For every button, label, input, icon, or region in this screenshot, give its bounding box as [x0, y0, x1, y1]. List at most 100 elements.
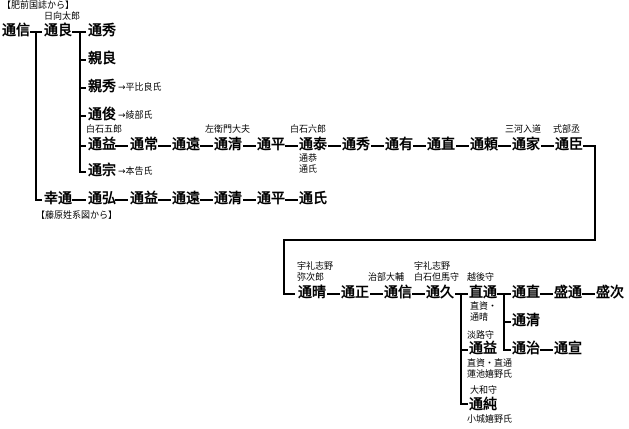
person-michimune: 通宗: [88, 163, 116, 179]
note-shiraishi-goro: 白石五郎: [86, 125, 123, 135]
note-mikawa-nyudo: 三河入道: [505, 125, 542, 135]
connector: [158, 199, 171, 201]
person-michiharu: 通晴: [298, 285, 326, 301]
person-michiyori: 通頼: [470, 137, 498, 153]
note-shikibu-no-jo: 式部丞: [553, 125, 581, 135]
person-morimichi: 盛通: [554, 285, 582, 301]
connector: [327, 293, 340, 295]
connector: [541, 145, 554, 147]
note-awaji-no-kami: 淡路守: [467, 331, 495, 341]
connector: [200, 199, 213, 201]
connector: [456, 145, 469, 147]
connector: [72, 199, 86, 201]
connector: [582, 293, 595, 295]
person-michihira: 通平: [257, 137, 285, 153]
connector: [115, 145, 128, 147]
note-shiraishi-rokuro: 白石六郎: [290, 125, 327, 135]
connector: [35, 199, 42, 201]
note-michimasu-alt: 直資・直通: [467, 359, 513, 369]
person-moritsugu: 盛次: [596, 285, 624, 301]
note-ogi-ureshino: 小城嬉野氏: [467, 415, 513, 425]
connector: [370, 293, 383, 295]
connector: [371, 145, 384, 147]
person-michihisa: 通久: [426, 285, 454, 301]
person-michito-2: 通遠: [172, 191, 200, 207]
note-naomichi-alt-2: 通晴: [470, 313, 489, 323]
person-michiyasu: 通泰: [299, 137, 327, 153]
person-michihiro: 通弘: [88, 191, 116, 207]
person-tsunenobu: 通信: [2, 23, 30, 39]
connector: [412, 293, 425, 295]
note-hirahira-clan: →平比良氏: [118, 83, 162, 93]
person-michihira-2: 通平: [257, 191, 285, 207]
note-yajiro: 弥次郎: [297, 273, 325, 283]
person-michinobu-2: 通宣: [554, 341, 582, 357]
note-jibu-taifu: 治部大輔: [368, 273, 405, 283]
connector: [498, 145, 511, 147]
connector: [79, 31, 81, 173]
note-saemon-taifu: 左衛門大夫: [205, 125, 251, 135]
connector: [35, 31, 37, 201]
note-michiyasu-alt-2: 通氏: [299, 165, 318, 175]
person-michitsune: 通常: [130, 137, 158, 153]
connector: [413, 145, 426, 147]
person-michimasu-2: 通益: [130, 191, 158, 207]
note-echigo-no-kami: 越後守: [467, 273, 495, 283]
source-label-hizen: 【肥前国誌から】: [2, 1, 75, 11]
note-ayabe-clan: →綾部氏: [118, 111, 153, 121]
connector: [503, 321, 511, 323]
person-michiyoshi: 通良: [44, 23, 72, 39]
connector: [115, 199, 128, 201]
connector: [79, 171, 86, 173]
note-naomichi-alt-1: 直資・: [470, 302, 498, 312]
person-michimasu: 通益: [88, 137, 116, 153]
source-label-fujiwara: 【藤原姓系図から】: [36, 211, 118, 221]
note-ureshino-2: 宇礼志野: [414, 262, 451, 272]
person-michiie: 通家: [512, 137, 540, 153]
connector: [243, 145, 256, 147]
person-michimasa: 通正: [341, 285, 369, 301]
person-michito: 通遠: [172, 137, 200, 153]
person-michinobu: 通信: [384, 285, 412, 301]
person-michikiyo: 通清: [214, 137, 242, 153]
note-michiyasu-alt-1: 通恭: [299, 154, 318, 164]
connector: [283, 293, 295, 295]
person-chikahide: 親秀: [88, 79, 116, 95]
person-michihide-2: 通秀: [342, 137, 370, 153]
connector: [283, 239, 596, 241]
person-michitoshi: 通俊: [88, 107, 116, 123]
connector: [594, 145, 596, 241]
connector: [79, 87, 86, 89]
person-michiomi: 通臣: [555, 137, 583, 153]
note-yamato-no-kami: 大和守: [470, 386, 498, 396]
person-yukimichi: 幸通: [44, 191, 72, 207]
person-chikayoshi: 親良: [88, 51, 116, 67]
connector: [79, 115, 86, 117]
person-naomichi: 直通: [469, 285, 497, 301]
note-hasunoike-ureshino: 蓮池嬉野氏: [467, 370, 513, 380]
person-michikiyo-3: 通清: [512, 313, 540, 329]
connector: [583, 145, 596, 147]
person-michimasu-3: 通益: [469, 341, 497, 357]
connector: [243, 199, 256, 201]
connector: [285, 145, 298, 147]
person-michiharu-2: 通治: [512, 341, 540, 357]
connector: [79, 59, 86, 61]
connector: [158, 145, 171, 147]
person-michikiyo-2: 通清: [214, 191, 242, 207]
connector: [285, 199, 298, 201]
note-shiraishi-tajima: 白石但馬守: [414, 273, 460, 283]
connector: [328, 145, 341, 147]
person-michinao-2: 通直: [512, 285, 540, 301]
person-michihide: 通秀: [88, 23, 116, 39]
note-hyuga-taro: 日向太郎: [44, 12, 81, 22]
note-ureshino-1: 宇礼志野: [297, 262, 334, 272]
person-michiari: 通有: [385, 137, 413, 153]
connector: [283, 239, 285, 295]
person-michiuji: 通氏: [299, 191, 327, 207]
connector: [460, 349, 468, 351]
connector: [540, 293, 553, 295]
person-michinao: 通直: [427, 137, 455, 153]
note-motoori-clan: →本告氏: [118, 167, 153, 177]
